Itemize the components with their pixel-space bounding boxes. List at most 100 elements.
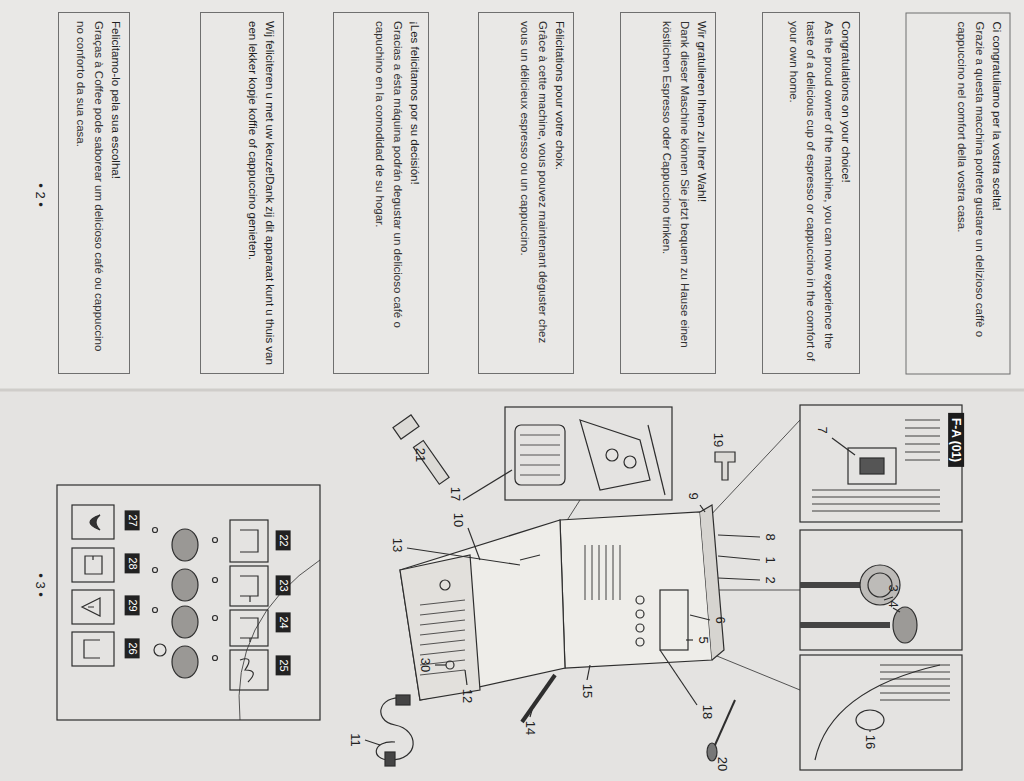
greeting-body: As the proud owner of the machine, you c…	[785, 21, 837, 365]
panel-edge	[239, 560, 320, 720]
button	[172, 646, 198, 678]
water-drop-icon	[90, 515, 100, 530]
leader-line	[530, 710, 532, 717]
button	[440, 580, 450, 590]
grounds-icon	[85, 556, 102, 574]
lamp	[153, 608, 158, 613]
icon-frame	[230, 566, 268, 606]
text-panel: Félicitations pour votre choix.Grâce à c…	[478, 12, 574, 374]
callout-number: 11	[348, 733, 363, 747]
button	[636, 610, 644, 618]
leader-line	[660, 650, 697, 705]
callout-number: 17	[448, 487, 463, 501]
icon-frame	[72, 548, 114, 582]
upper-unit	[560, 512, 712, 668]
callout-number: 27	[125, 514, 140, 526]
greeting-heading: Félicitations pour votre choix.	[551, 21, 568, 365]
text-panel: Felicitamo-lo pela sua escolha!Graças à …	[58, 12, 130, 374]
page-fold	[0, 389, 1024, 392]
icon-frame	[230, 650, 268, 690]
greeting-heading: Ci congratuliamo per la vostra scelta!	[987, 21, 1004, 365]
callout-number: 1	[763, 556, 778, 563]
nozzle	[893, 607, 917, 643]
plug	[385, 752, 395, 766]
callout-number: 25	[276, 659, 291, 671]
callout-number: 9	[686, 492, 701, 499]
greeting-heading: ¡Les felicitamos por su decisión!	[406, 21, 423, 365]
slot	[860, 458, 884, 474]
warning-icon	[82, 598, 100, 616]
rod	[800, 582, 862, 588]
display	[660, 590, 688, 650]
greeting-heading: Wir gratulieren Ihnen zu Ihrer Wahl!	[693, 21, 710, 365]
handle	[520, 555, 540, 560]
callout-number: 20	[715, 757, 730, 771]
icon-frame	[230, 520, 268, 562]
button	[636, 638, 644, 646]
spout	[580, 420, 650, 490]
callout-number: 14	[523, 721, 538, 735]
icon-frame	[72, 590, 114, 624]
button	[172, 529, 198, 561]
callout-tag: 22	[276, 530, 291, 550]
front-panel	[400, 555, 480, 700]
greeting-heading: Wij feliciteren u met uw keuze!Dank zij …	[244, 21, 279, 365]
lamp	[153, 528, 158, 533]
greeting-body: Grazie a questa macchina potrete gustare…	[952, 21, 987, 365]
button	[636, 596, 644, 604]
callout-number: 22	[276, 534, 291, 546]
leader-line	[407, 548, 520, 565]
callout-number: 26	[125, 642, 140, 654]
callout-tag: 25	[276, 655, 291, 675]
callout-number: 10	[451, 513, 466, 527]
button	[446, 661, 454, 669]
callout-number: 30	[418, 658, 433, 672]
text-panel: Wir gratulieren Ihnen zu Ihrer Wahl!Dank…	[620, 12, 716, 374]
callout-number: 21	[413, 448, 428, 462]
text-panel: Ci congratuliamo per la vostra scelta!Gr…	[905, 12, 1010, 374]
tank-icon	[84, 640, 100, 658]
callout-tag: 26	[125, 638, 140, 658]
callout-tag: 29	[125, 595, 140, 615]
left-page	[0, 0, 1024, 390]
leader-line	[869, 730, 870, 732]
callout-number: 2	[763, 576, 778, 583]
lamp	[213, 656, 218, 661]
icon-frame	[230, 610, 268, 646]
leader-line	[832, 438, 855, 455]
cup-icon	[240, 618, 258, 642]
callout-number: 28	[125, 557, 140, 569]
icon-frame	[72, 505, 114, 539]
leader-line	[718, 556, 760, 560]
grille	[812, 420, 940, 511]
text-panel: Wij feliciteren u met uw keuze!Dank zij …	[200, 12, 284, 374]
text-panel: ¡Les felicitamos por su decisión!Gracias…	[333, 12, 429, 374]
lamp	[153, 568, 158, 573]
plug	[396, 695, 410, 705]
callout-number: 6	[713, 616, 728, 623]
housing-edge	[815, 665, 940, 760]
rod	[800, 622, 890, 628]
icon-frame	[72, 632, 114, 666]
grinder-icon	[240, 530, 258, 552]
leader-line	[718, 578, 760, 580]
leader-line	[365, 740, 380, 745]
greeting-heading: Felicitamo-lo pela sua escolha!	[107, 21, 124, 365]
leader-line	[893, 608, 900, 612]
inset-frame	[800, 405, 962, 522]
nozzle	[624, 456, 636, 468]
leader-line	[700, 505, 705, 512]
callout-number: 18	[700, 705, 715, 719]
callout-number: 7	[815, 426, 830, 433]
callout-number: 3	[886, 584, 901, 591]
power-cord	[376, 698, 413, 760]
leader-line	[690, 615, 710, 620]
greeting-body: Graças à Coffee pode saborear um delicio…	[72, 21, 107, 365]
key-part	[715, 452, 735, 480]
callout-tag: 23	[276, 575, 291, 595]
inset-frame	[800, 655, 962, 770]
lower-body	[400, 520, 565, 700]
leader-line	[718, 535, 760, 537]
lamp	[154, 644, 166, 656]
